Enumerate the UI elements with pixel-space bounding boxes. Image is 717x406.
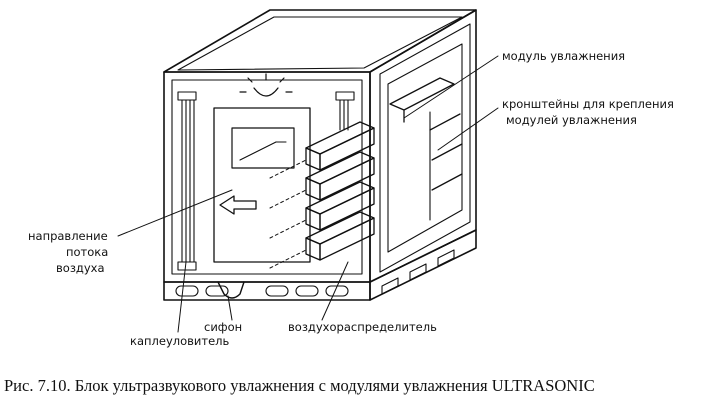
housing-frame (163, 9, 477, 301)
figure-caption: Рис. 7.10. Блок ультразвукового увлажнен… (4, 376, 595, 395)
base-openings (175, 249, 455, 297)
siphon-pipe (217, 281, 245, 299)
humidification-modules (305, 121, 375, 261)
label-brackets-line2: модулей увлажнения (506, 113, 637, 127)
lamp-icon (239, 73, 293, 97)
label-brackets-line1: кронштейны для крепления (502, 97, 674, 111)
label-droplet-separator: каплеуловитель (130, 334, 230, 348)
airflow-arrow-icon (219, 195, 257, 215)
droplet-separator-bars (177, 91, 355, 271)
module-brackets (389, 77, 463, 221)
label-humidification-module: модуль увлажнения (502, 49, 626, 63)
leader-lines (117, 55, 499, 333)
inner-door-panel (213, 107, 311, 263)
label-airflow-line2: потока (66, 245, 109, 259)
label-airflow-line1: направление (28, 229, 108, 243)
label-air-distributor: воздухораспределитель (288, 320, 437, 334)
spray-lines (269, 159, 307, 269)
label-airflow-line3: воздуха (56, 261, 105, 275)
label-siphon: сифон (204, 320, 243, 334)
